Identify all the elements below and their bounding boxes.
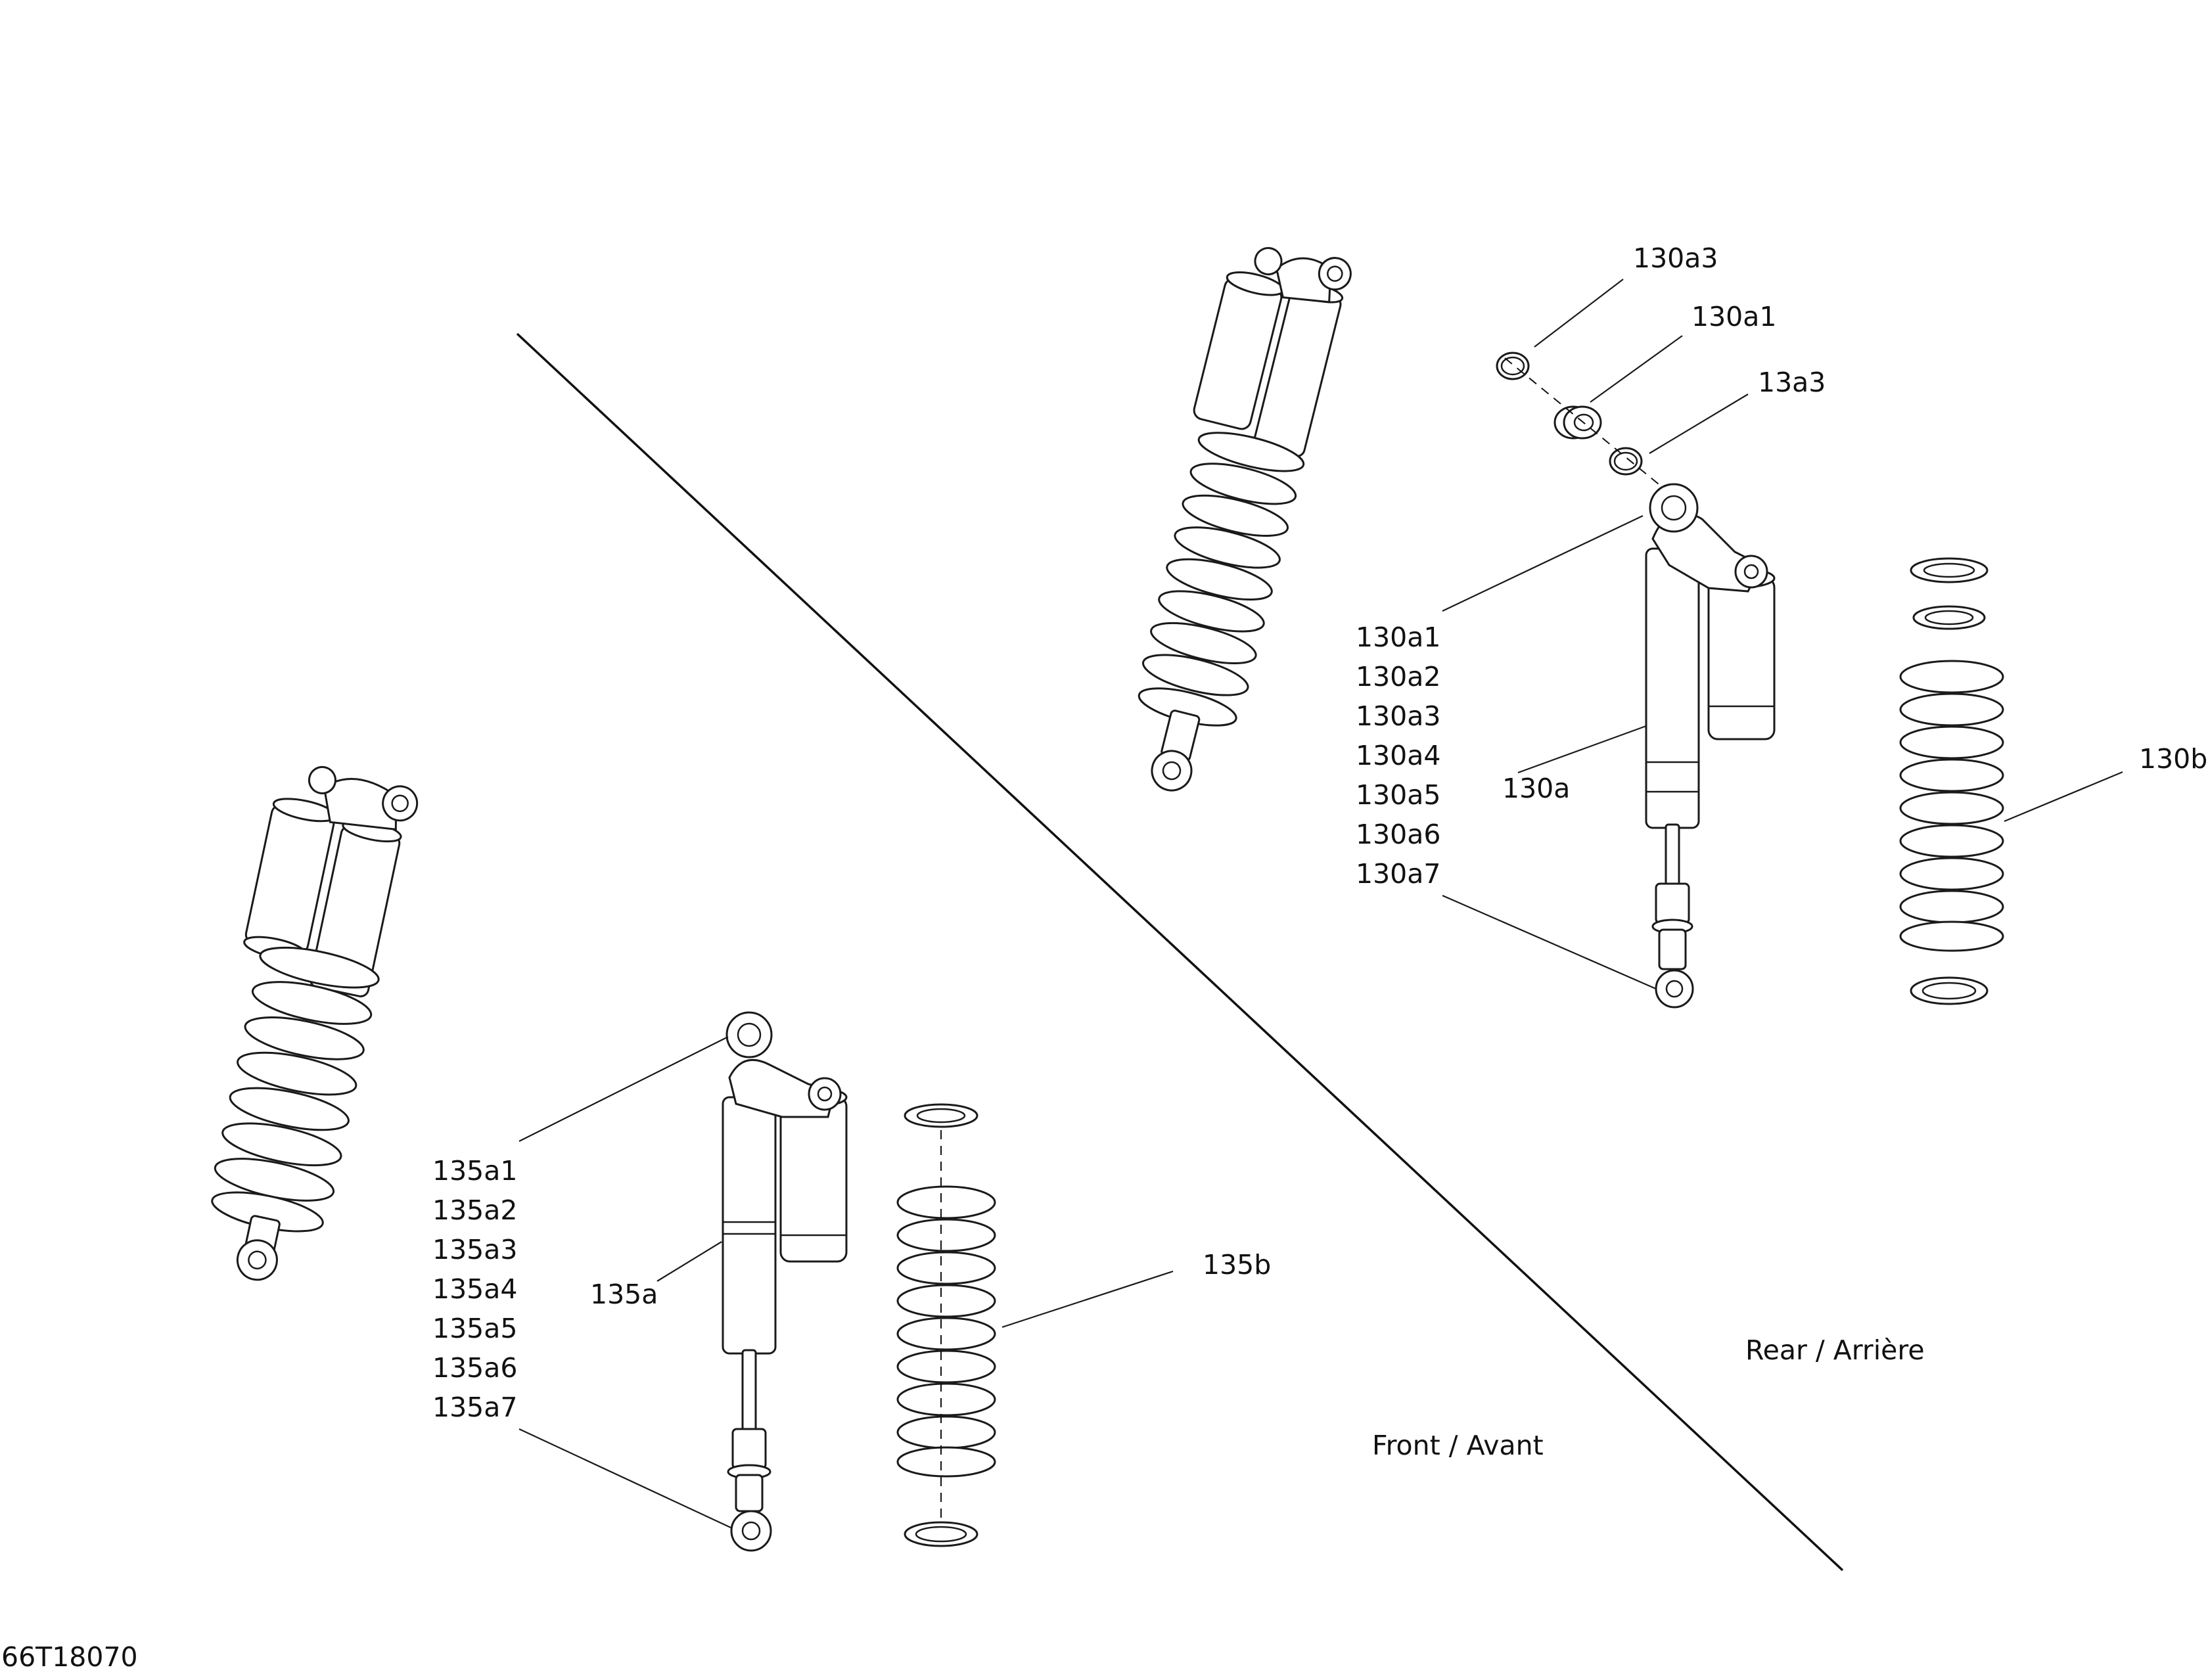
figure-code: 66T18070 [1, 1641, 138, 1673]
front-kit-item: 135a2 [432, 1194, 518, 1226]
rear-shock-body [1645, 483, 1776, 1009]
section-label-rear: Rear / Arrière [1745, 1334, 1925, 1366]
leader-lines [518, 279, 2123, 1528]
label-rear-shock: 130a [1502, 773, 1571, 804]
label-front-spring: 135b [1203, 1249, 1272, 1281]
rear-kit-list: 130a1 130a2 130a3 130a4 130a5 130a6 130a… [1356, 618, 1440, 894]
front-kit-item: 135a3 [432, 1234, 518, 1265]
rear-kit-item: 130a1 [1356, 622, 1441, 653]
rear-kit-item: 130a3 [1356, 700, 1441, 732]
front-kit-item: 135a7 [432, 1392, 518, 1423]
rear-hardware-axis [1504, 357, 1670, 493]
section-divider-line [516, 332, 1844, 1572]
rear-spring [1899, 557, 2004, 1005]
label-rear-spring: 130b [2139, 743, 2208, 775]
rear-ring-upper [1496, 352, 1530, 380]
front-shock-assembled [211, 765, 419, 1281]
rear-kit-item: 130a7 [1356, 858, 1441, 890]
rear-kit-item: 130a6 [1356, 819, 1441, 850]
front-kit-list: 135a1 135a2 135a3 135a4 135a5 135a6 135a… [432, 1151, 517, 1427]
front-kit-item: 135a6 [432, 1352, 518, 1384]
front-spring [896, 1103, 996, 1547]
rear-kit-item: 130a5 [1356, 779, 1441, 811]
label-rear-bushing: 130a1 [1691, 301, 1777, 332]
label-front-shock: 135a [590, 1279, 658, 1310]
section-label-front: Front / Avant [1372, 1430, 1544, 1461]
front-kit-item: 135a4 [432, 1273, 518, 1305]
rear-kit-item: 130a4 [1356, 740, 1441, 771]
front-kit-item: 135a1 [432, 1155, 518, 1187]
rear-kit-item: 130a2 [1356, 661, 1441, 692]
front-shock-body [722, 1011, 848, 1552]
rear-bushing [1553, 405, 1602, 440]
rear-shock-assembled [1138, 247, 1352, 792]
front-kit-item: 135a5 [432, 1313, 518, 1344]
rear-ring-lower [1609, 447, 1643, 476]
label-rear-retaining-ring-upper: 130a3 [1633, 242, 1718, 274]
label-rear-retaining-ring-lower: 13a3 [1758, 367, 1826, 398]
